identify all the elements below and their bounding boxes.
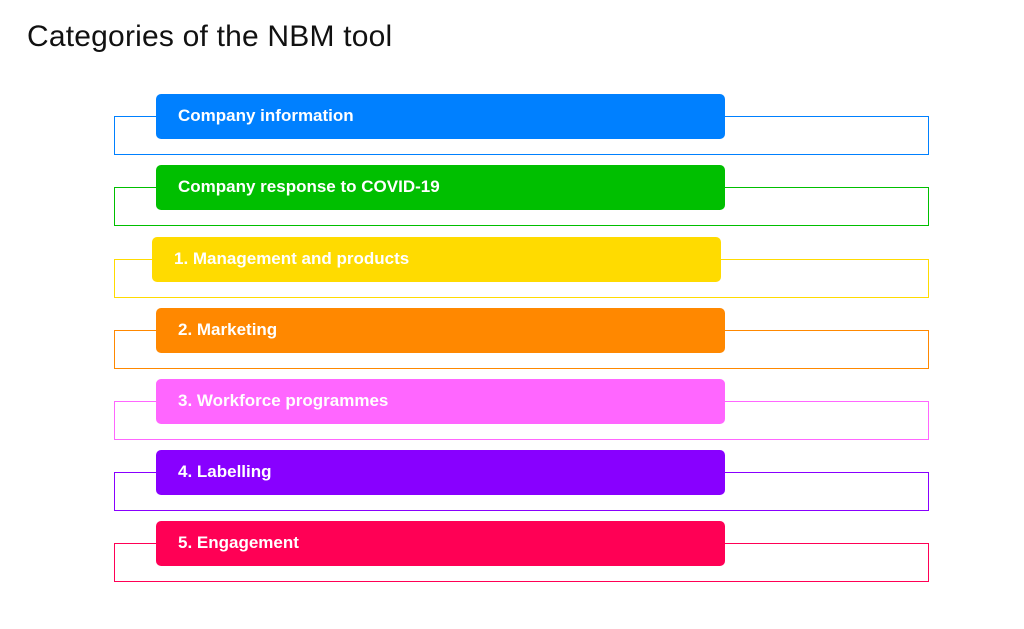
category-label-bar: Company response to COVID-19 (156, 165, 725, 210)
category-workforce-programmes: 3. Workforce programmes (0, 379, 1024, 449)
category-engagement: 5. Engagement (0, 521, 1024, 591)
category-company-response-covid: Company response to COVID-19 (0, 165, 1024, 235)
category-marketing: 2. Marketing (0, 308, 1024, 378)
category-company-information: Company information (0, 94, 1024, 164)
category-label: 2. Marketing (178, 319, 278, 339)
category-label-bar: Company information (156, 94, 725, 139)
category-label-bar: 5. Engagement (156, 521, 725, 566)
category-label-bar: 3. Workforce programmes (156, 379, 725, 424)
category-label-bar: 2. Marketing (156, 308, 725, 353)
category-management-and-products: 1. Management and products (0, 237, 1024, 307)
category-label: 3. Workforce programmes (178, 390, 389, 410)
page-title: Categories of the NBM tool (27, 20, 393, 53)
category-label-bar: 1. Management and products (152, 237, 721, 282)
category-label: 1. Management and products (174, 248, 410, 268)
category-label-bar: 4. Labelling (156, 450, 725, 495)
category-label: 5. Engagement (178, 532, 299, 552)
category-label: 4. Labelling (178, 461, 272, 481)
category-label: Company response to COVID-19 (178, 176, 440, 196)
category-labelling: 4. Labelling (0, 450, 1024, 520)
category-label: Company information (178, 105, 354, 125)
